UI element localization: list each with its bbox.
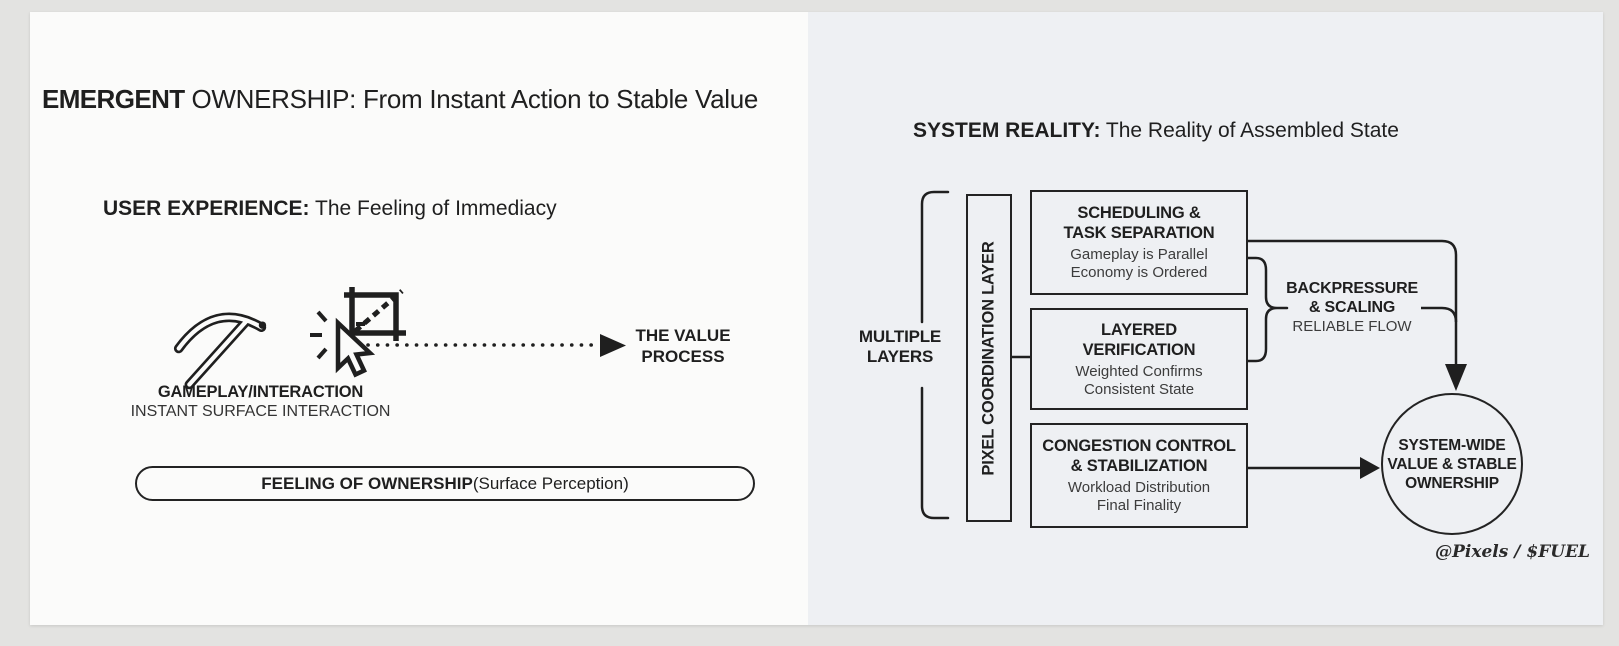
congestion-to-circle-arrowhead <box>1360 457 1380 479</box>
user-experience-heading-emphasis: USER EXPERIENCE: <box>103 197 310 220</box>
circle-line3: OWNERSHIP <box>1405 474 1499 492</box>
left-title-rest: OWNERSHIP: From Instant Action to Stable… <box>184 84 759 114</box>
box3-sub-line2: Final Finality <box>1096 497 1182 514</box>
box3-title-line1: CONGESTION CONTROL <box>1042 437 1236 455</box>
author-signature: @Pixels / $FUEL <box>1435 542 1590 562</box>
multiple-layers-bracket <box>920 190 950 520</box>
surface-interaction-icon <box>310 287 406 378</box>
pill-rest: (Surface Perception) <box>472 473 629 493</box>
layered-verification-box: LAYERED VERIFICATION Weighted Confirms C… <box>1030 308 1248 410</box>
value-process-line2: PROCESS <box>641 347 725 366</box>
box2-sub-line1: Weighted Confirms <box>1075 362 1203 380</box>
box-subtitle: Workload Distribution Final Finality <box>1068 479 1210 515</box>
pickaxe-icon <box>173 312 267 390</box>
box-subtitle: Weighted Confirms Consistent State <box>1075 363 1202 399</box>
scaling-connector-line <box>1421 306 1458 323</box>
left-title-emphasis: EMERGENT <box>42 84 185 114</box>
scheduling-task-separation-box: SCHEDULING & TASK SEPARATION Gameplay is… <box>1030 190 1248 295</box>
box2-title-line2: VERIFICATION <box>1082 340 1196 359</box>
gameplay-interaction-label: GAMEPLAY/INTERACTION <box>157 383 364 401</box>
circle-line2: VALUE & STABLE <box>1387 455 1517 473</box>
system-reality-heading-emphasis: SYSTEM REALITY: <box>913 119 1101 142</box>
instant-surface-interaction-label: INSTANT SURFACE INTERACTION <box>130 403 391 420</box>
pill-emphasis: FEELING OF OWNERSHIP <box>261 473 473 493</box>
user-experience-heading: USER EXPERIENCE: The Feeling of Immediac… <box>103 197 557 221</box>
box2-sub-line2: Consistent State <box>1083 380 1195 398</box>
system-reality-heading-rest: The Reality of Assembled State <box>1100 119 1399 142</box>
system-wide-ownership-circle: SYSTEM-WIDE VALUE & STABLE OWNERSHIP <box>1381 393 1523 535</box>
backpressure-line2: & SCALING <box>1308 299 1396 316</box>
backpressure-line3: RELIABLE FLOW <box>1292 318 1412 335</box>
pixel-coordination-layer-label: PIXEL COORDINATION LAYER <box>979 240 998 476</box>
value-process-label: THE VALUE PROCESS <box>616 325 750 367</box>
box1-sub-line2: Economy is Ordered <box>1070 264 1208 281</box>
box-subtitle: Gameplay is Parallel Economy is Ordered <box>1070 246 1208 282</box>
value-process-line1: THE VALUE <box>635 326 731 345</box>
crop-tool-icon <box>344 287 406 341</box>
user-experience-heading-rest: The Feeling of Immediacy <box>309 197 557 220</box>
cursor-click-icon <box>310 310 376 378</box>
feeling-of-ownership-pill: FEELING OF OWNERSHIP (Surface Perception… <box>135 466 755 501</box>
scheduling-connector-line <box>1248 239 1458 366</box>
multiple-layers-line2: LAYERS <box>866 347 934 366</box>
box1-title-line2: TASK SEPARATION <box>1063 224 1215 242</box>
congestion-control-box: CONGESTION CONTROL & STABILIZATION Workl… <box>1030 423 1248 528</box>
box3-sub-line1: Workload Distribution <box>1067 479 1211 496</box>
box-title: SCHEDULING & TASK SEPARATION <box>1063 203 1214 243</box>
box1-sub-line1: Gameplay is Parallel <box>1070 246 1208 263</box>
system-reality-heading: SYSTEM REALITY: The Reality of Assembled… <box>913 119 1399 143</box>
box-title: CONGESTION CONTROL & STABILIZATION <box>1042 436 1236 476</box>
backpressure-scaling-label: BACKPRESSURE & SCALING RELIABLE FLOW <box>1286 279 1418 336</box>
box3-title-line2: & STABILIZATION <box>1070 457 1208 475</box>
box2-title-line1: LAYERED <box>1101 320 1177 339</box>
pixel-coordination-layer-box: PIXEL COORDINATION LAYER <box>966 194 1012 522</box>
flow-down-arrowhead <box>1445 364 1467 391</box>
circle-line1: SYSTEM-WIDE <box>1398 436 1506 454</box>
multiple-layers-line1: MULTIPLE <box>858 327 942 346</box>
box-title: LAYERED VERIFICATION <box>1083 320 1196 360</box>
backpressure-line1: BACKPRESSURE <box>1286 280 1418 297</box>
multiple-layers-label: MULTIPLE LAYERS <box>830 327 970 367</box>
backpressure-brace <box>1246 256 1289 363</box>
value-process-arrowhead <box>600 334 626 357</box>
left-title: EMERGENT OWNERSHIP: From Instant Action … <box>42 84 758 115</box>
box1-title-line1: SCHEDULING & <box>1077 204 1201 222</box>
